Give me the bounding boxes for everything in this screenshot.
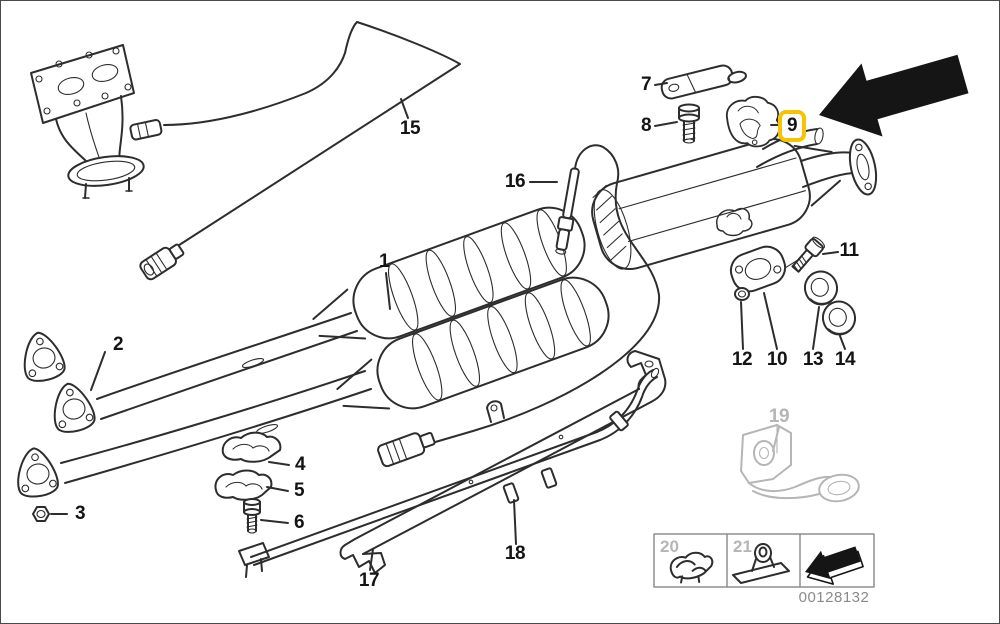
- leader-lines: [50, 82, 846, 571]
- bracket-7-drawing: [660, 64, 747, 100]
- drawing-number: 00128132: [798, 589, 870, 606]
- callout-15[interactable]: 15: [399, 118, 421, 139]
- pointer-arrow: [819, 54, 969, 137]
- bracket-icon: [732, 543, 790, 584]
- rubber-mount-9-drawing: [725, 95, 781, 148]
- heat-shield-17-drawing: [339, 350, 667, 574]
- oxygen-sensor-16-drawing: [377, 144, 661, 468]
- clamps-4-5-6-drawing: [214, 431, 282, 534]
- legend-box: [653, 533, 875, 588]
- exhaust-manifold-drawing: [30, 44, 163, 199]
- callout-14[interactable]: 14: [834, 349, 856, 370]
- callout-10[interactable]: 10: [766, 349, 788, 370]
- callout-13[interactable]: 13: [802, 349, 824, 370]
- legend-label-21: 21: [733, 537, 752, 556]
- resonator-drawing: [591, 127, 878, 270]
- callout-2[interactable]: 2: [112, 334, 124, 355]
- callout-16[interactable]: 16: [504, 171, 526, 192]
- front-pipes-drawing: [60, 312, 372, 484]
- flange-kit-10-14-drawing: [729, 236, 857, 336]
- callout-1[interactable]: 1: [378, 251, 390, 272]
- callout-12[interactable]: 12: [731, 349, 753, 370]
- callout-6[interactable]: 6: [293, 512, 305, 533]
- callout-7[interactable]: 7: [640, 74, 652, 95]
- bracket-19-drawing: [740, 424, 860, 503]
- continuation-arrow-icon: [805, 546, 864, 585]
- pipe-18-drawing: [238, 367, 660, 578]
- legend-label-20: 20: [660, 537, 679, 556]
- callout-4[interactable]: 4: [294, 454, 306, 475]
- clamp-icon: [669, 551, 714, 584]
- callout-3[interactable]: 3: [74, 503, 86, 524]
- bolt-8-drawing: [678, 103, 700, 144]
- callout-9[interactable]: 9: [777, 110, 807, 142]
- callout-18[interactable]: 18: [504, 543, 526, 564]
- callout-17[interactable]: 17: [358, 570, 380, 591]
- gaskets-2-3-drawing: [17, 331, 96, 522]
- sensor-cable-15-drawing: [139, 21, 461, 281]
- callout-11[interactable]: 11: [839, 240, 859, 261]
- catalytic-converter-drawing: [312, 206, 610, 410]
- callout-8[interactable]: 8: [640, 115, 652, 136]
- callout-19[interactable]: 19: [768, 406, 790, 427]
- callout-5[interactable]: 5: [293, 480, 305, 501]
